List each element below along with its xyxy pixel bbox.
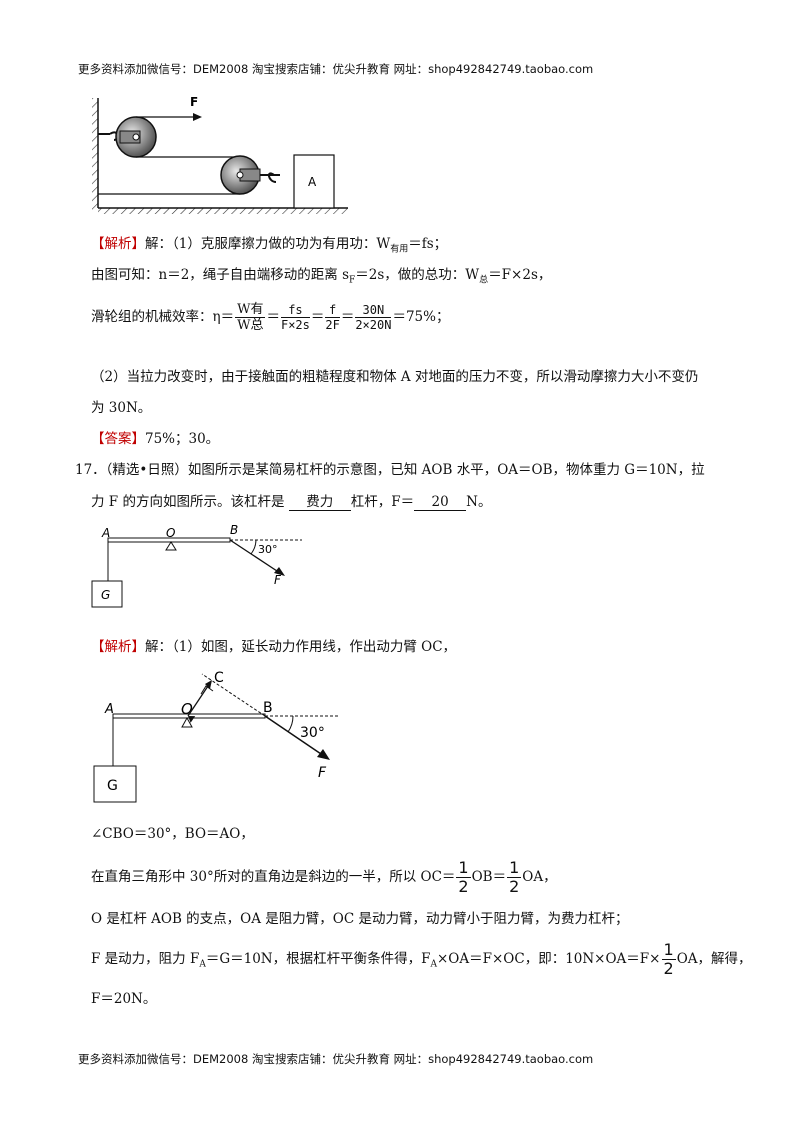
svg-text:A: A — [101, 526, 110, 540]
svg-text:O: O — [166, 526, 175, 540]
q17-line1: 17．（精选•日照）如图所示是某简易杠杆的示意图，已知 AOB 水平，OA＝OB… — [75, 462, 705, 478]
svg-text:30°: 30° — [300, 725, 325, 741]
sol17-line5: F 是动力，阻力 FA＝G＝10N，根据杠杆平衡条件得，FA×OA＝F×OC，即… — [91, 940, 752, 978]
sol17-line1: 【解析】解：（1）如图，延长动力作用线，作出动力臂 OC， — [91, 639, 457, 655]
svg-text:G: G — [107, 778, 118, 794]
sol17-line4: O 是杠杆 AOB 的支点，OA 是阻力臂，OC 是动力臂，动力臂小于阻力臂，为… — [91, 911, 629, 927]
p16-line5: 为 30N。 — [91, 400, 152, 416]
page-header: 更多资料添加微信号：DEM2008 淘宝搜索店铺：优尖升教育 网址：shop49… — [78, 62, 594, 76]
svg-text:C: C — [214, 670, 224, 686]
weight-g-2 — [93, 765, 137, 803]
lever-bar — [107, 537, 231, 543]
p16-line4: （2）当拉力改变时，由于接触面的粗糙程度和物体 A 对地面的压力不变，所以滑动摩… — [91, 369, 699, 385]
force-label: F — [190, 95, 198, 109]
svg-text:A: A — [104, 702, 114, 717]
svg-text:B: B — [230, 523, 238, 537]
lever-figure: A O B 30° F G — [91, 523, 302, 608]
p16-answer: 【答案】75%；30。 — [91, 431, 220, 447]
svg-text:30°: 30° — [258, 543, 278, 556]
svg-text:F: F — [274, 573, 282, 587]
block-label: A — [308, 175, 317, 189]
svg-text:G: G — [101, 588, 110, 602]
p16-line1: 【解析】解：（1）克服摩擦力做的功为有用功：W有用＝fs； — [91, 236, 448, 255]
sol17-line2: ∠CBO＝30°，BO＝AO， — [91, 826, 254, 842]
weight-g — [91, 580, 123, 608]
answer-blank-2: 20 — [414, 495, 467, 511]
lever-arm-figure: A O B C 30° F G — [93, 670, 340, 803]
sol17-line6: F＝20N。 — [91, 991, 157, 1007]
p16-line2: 由图可知：n＝2，绳子自由端移动的距离 sF＝2s，做的总功：W总＝F×2s， — [91, 267, 552, 286]
answer-blank-1: 费力 — [288, 495, 351, 511]
pulley-figure: F A — [92, 95, 348, 214]
block-a — [293, 154, 335, 209]
svg-text:F: F — [318, 765, 327, 781]
svg-text:B: B — [263, 700, 273, 716]
page-footer: 更多资料添加微信号：DEM2008 淘宝搜索店铺：优尖升教育 网址：shop49… — [78, 1052, 594, 1066]
